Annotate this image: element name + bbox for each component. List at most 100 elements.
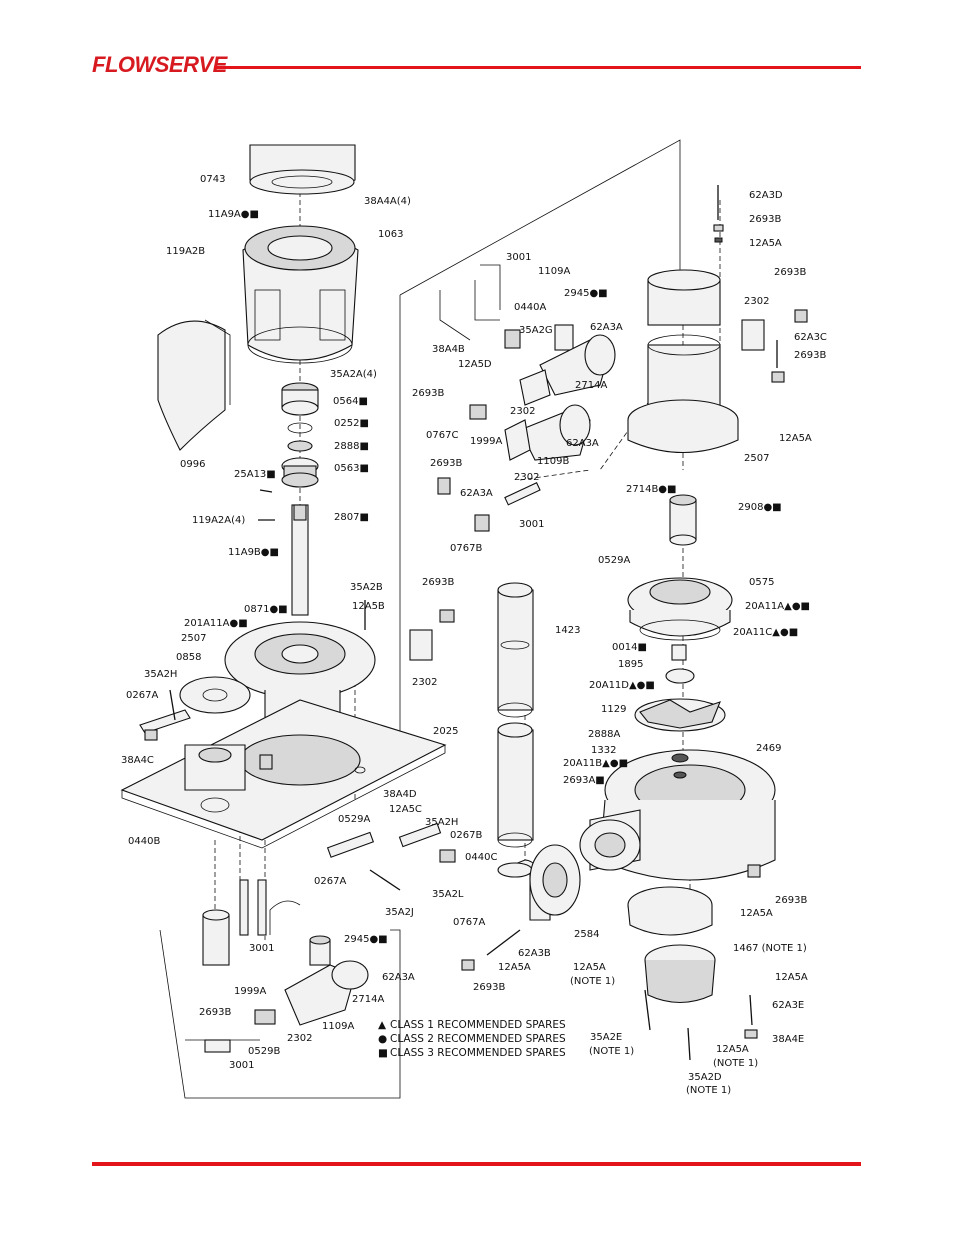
label-0575: 0575 [749, 577, 774, 588]
motor-bracket-1063 [242, 144, 359, 364]
label-2302-1: 2302 [510, 406, 535, 417]
flowserve-logo: FLOWSERVE [92, 52, 227, 77]
label-2693a: 2693A■ [563, 775, 605, 786]
spares-legend: ▲ CLASS 1 RECOMMENDED SPARES ● CLASS 2 R… [378, 1019, 566, 1059]
label-0440a: 0440A [514, 302, 546, 313]
label-2888: 2888■ [334, 441, 369, 452]
label-0252: 0252■ [334, 418, 369, 429]
label-0996: 0996 [180, 459, 205, 470]
footer-rule [92, 1162, 861, 1166]
label-2025: 2025 [433, 726, 458, 737]
label-1063: 1063 [378, 229, 403, 240]
label-12a5c: 12A5C [389, 804, 422, 815]
label-2693b-4: 2693B [774, 267, 806, 278]
label-12a5a-5-note: (NOTE 1) [570, 976, 615, 987]
label-3001-top: 3001 [506, 252, 531, 263]
label-2945-bottom: 2945●■ [344, 934, 388, 945]
label-0767a: 0767A [453, 917, 485, 928]
foot-block-0440B [139, 676, 251, 791]
part-labels: 0743 38A4A(4) 11A9A●■ 1063 119A2B 35A2A(… [121, 174, 827, 1096]
legend-class-1: CLASS 1 RECOMMENDED SPARES [390, 1019, 566, 1031]
label-11a9a: 11A9A●■ [208, 209, 259, 220]
label-35a2l: 35A2L [432, 889, 464, 900]
label-1109b: 1109B [537, 456, 569, 467]
label-1895: 1895 [618, 659, 643, 670]
label-201a11a: 201A11A●■ [184, 618, 248, 629]
label-38a4c: 38A4C [121, 755, 154, 766]
label-0529a-1: 0529A [598, 555, 630, 566]
label-20a11d: 20A11D▲●■ [589, 680, 655, 691]
label-0014: 0014■ [612, 642, 647, 653]
label-0767c: 0767C [426, 430, 458, 441]
label-2302-2: 2302 [514, 472, 539, 483]
label-2945-top: 2945●■ [564, 288, 608, 299]
label-2693b-5: 2693B [794, 350, 826, 361]
label-0440c: 0440C [465, 852, 497, 863]
label-2507-1: 2507 [744, 453, 769, 464]
label-62a3a-1: 62A3A [590, 322, 623, 333]
label-12a5d: 12A5D [458, 359, 492, 370]
pump-casing-2469 [579, 749, 776, 881]
label-62a3b: 62A3B [518, 948, 551, 959]
label-2693b-9: 2693B [199, 1007, 231, 1018]
label-62a3d: 62A3D [749, 190, 783, 201]
label-35a2d: 35A2D [688, 1072, 722, 1083]
label-0767b: 0767B [450, 543, 482, 554]
label-2693b-6: 2693B [422, 577, 454, 588]
base-plate-2025 [120, 699, 447, 849]
label-2714a-1: 2714A [575, 380, 607, 391]
label-62a3a-4: 62A3A [382, 972, 415, 983]
label-3001-mid: 3001 [519, 519, 544, 530]
impeller-1129 [627, 577, 733, 779]
label-1109a-2: 1109A [322, 1021, 354, 1032]
label-20a11b: 20A11B▲●■ [563, 758, 628, 769]
label-0529b: 0529B [248, 1046, 280, 1057]
label-2888a: 2888A [588, 729, 620, 740]
label-38a4d: 38A4D [383, 789, 417, 800]
label-2507-2: 2507 [181, 633, 206, 644]
label-2714b: 2714B●■ [626, 484, 676, 495]
upper-shaft-stack [258, 382, 319, 616]
label-38a4b: 38A4B [432, 344, 465, 355]
label-2302-5: 2302 [287, 1033, 312, 1044]
label-35a2j: 35A2J [385, 907, 414, 918]
label-35a2d-note: (NOTE 1) [686, 1085, 731, 1096]
legend-class-2-symbol: ● [378, 1033, 387, 1045]
label-1129: 1129 [601, 704, 626, 715]
label-62a3a-2: 62A3A [566, 438, 599, 449]
legend-class-3-symbol: ■ [378, 1047, 388, 1059]
label-38a4e: 38A4E [772, 1034, 804, 1045]
label-20a11a: 20A11A▲●■ [745, 601, 810, 612]
label-1999a-1: 1999A [470, 436, 502, 447]
label-2714a-2: 2714A [352, 994, 384, 1005]
label-62a3a-3: 62A3A [460, 488, 493, 499]
label-0267a-2: 0267A [314, 876, 346, 887]
label-12a5a-7-note: (NOTE 1) [713, 1058, 758, 1069]
label-3001-corner: 3001 [229, 1060, 254, 1071]
label-2693b-1: 2693B [412, 388, 444, 399]
label-0529a-2: 0529A [338, 814, 370, 825]
legend-class-2: CLASS 2 RECOMMENDED SPARES [390, 1033, 566, 1045]
label-2469: 2469 [756, 743, 781, 754]
coupling-guard-0996 [157, 319, 231, 451]
label-1109a: 1109A [538, 266, 570, 277]
label-0564: 0564■ [333, 396, 368, 407]
label-62a3c: 62A3C [794, 332, 827, 343]
label-2693b-2: 2693B [430, 458, 462, 469]
label-2693b-3: 2693B [749, 214, 781, 225]
elbow-0767A [497, 844, 581, 921]
label-0563: 0563■ [334, 463, 369, 474]
label-35a2e-note: (NOTE 1) [589, 1046, 634, 1057]
lower-pipe-3001 [202, 879, 301, 966]
label-2584: 2584 [574, 929, 599, 940]
label-2807: 2807■ [334, 512, 369, 523]
legend-class-1-symbol: ▲ [378, 1019, 387, 1031]
label-12a5a-2: 12A5A [779, 433, 812, 444]
label-11a9b: 11A9B●■ [228, 547, 279, 558]
label-12a5a-5: 12A5A [573, 962, 606, 973]
header-rule [214, 66, 861, 69]
column-pipe-1423 [497, 582, 534, 848]
label-0743: 0743 [200, 174, 225, 185]
label-12a5a-7: 12A5A [716, 1044, 749, 1055]
legend-class-3: CLASS 3 RECOMMENDED SPARES [390, 1047, 566, 1059]
